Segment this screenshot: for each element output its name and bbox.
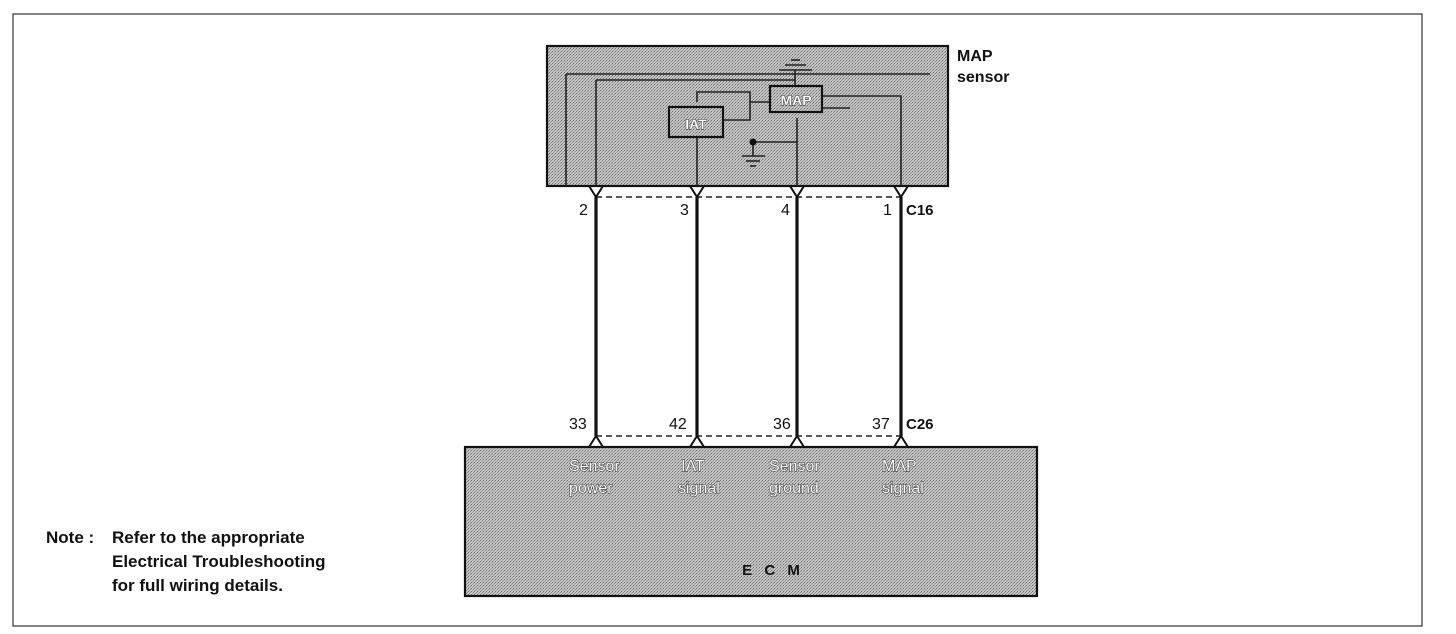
- note: Note : Refer to the appropriate Electric…: [46, 526, 325, 595]
- pin-c26-33: 33: [569, 416, 587, 433]
- ecm: Sensor power IAT signal Sensor ground MA…: [463, 445, 1039, 598]
- pin-c26-42: 42: [669, 416, 687, 433]
- pin-c16-2: 2: [579, 202, 588, 219]
- ecm-signal-sensor-ground-line2: ground: [769, 480, 819, 497]
- ecm-signal-sensor-power-line1: Sensor: [569, 458, 620, 475]
- wiring-harness: [594, 197, 903, 436]
- ecm-signal-iat-line2: signal: [678, 480, 720, 497]
- connector-c16: 2 3 4 1 C16: [579, 185, 934, 219]
- ecm-signal-sensor-power-line2: power: [569, 480, 613, 497]
- map-sensor: IAT MAP: [545, 44, 950, 188]
- note-body: Refer to the appropriate Electrical Trou…: [112, 526, 412, 598]
- pin-c16-3: 3: [680, 202, 689, 219]
- map-sensor-housing: [545, 44, 950, 188]
- pin-c16-4: 4: [781, 202, 790, 219]
- ecm-signal-sensor-ground-line1: Sensor: [769, 458, 820, 475]
- terminal-c26-37: [893, 434, 909, 448]
- terminal-c26-33: [588, 434, 604, 448]
- note-prefix: Note :: [46, 528, 95, 547]
- ecm-signal-iat-line1: IAT: [681, 458, 705, 475]
- connector-c26-label: C26: [906, 416, 934, 433]
- map-element-label: MAP: [780, 92, 811, 108]
- pin-c26-37: 37: [872, 416, 890, 433]
- connector-c16-label: C16: [906, 202, 934, 219]
- pin-c26-36: 36: [773, 416, 791, 433]
- diagram-frame: [12, 13, 1423, 627]
- ecm-signal-map-line1: MAP: [882, 458, 917, 475]
- iat-element-box: [667, 105, 725, 139]
- map-element-box: [768, 84, 824, 114]
- iat-element-label: IAT: [685, 116, 707, 132]
- terminal-c16-3: [689, 185, 705, 199]
- terminal-c16-2: [588, 185, 604, 199]
- terminal-c26-36: [789, 434, 805, 448]
- ecm-signal-map-line2: signal: [882, 480, 924, 497]
- connector-c26: 33 42 36 37 C26: [569, 416, 934, 448]
- terminal-c16-1: [893, 185, 909, 199]
- ecm-name: E C M: [742, 562, 804, 579]
- terminal-c16-4: [789, 185, 805, 199]
- ecm-housing: [463, 445, 1039, 598]
- ground-junction-dot: [749, 138, 757, 146]
- pin-c16-1: 1: [883, 202, 892, 219]
- note-line-3: for full wiring details.: [112, 576, 283, 595]
- note-line-2: Electrical Troubleshooting: [112, 552, 326, 571]
- map-sensor-label-line1: MAP: [957, 48, 993, 65]
- terminal-c26-42: [689, 434, 705, 448]
- map-sensor-label-line2: sensor: [957, 69, 1009, 86]
- note-line-1: Refer to the appropriate: [112, 528, 305, 547]
